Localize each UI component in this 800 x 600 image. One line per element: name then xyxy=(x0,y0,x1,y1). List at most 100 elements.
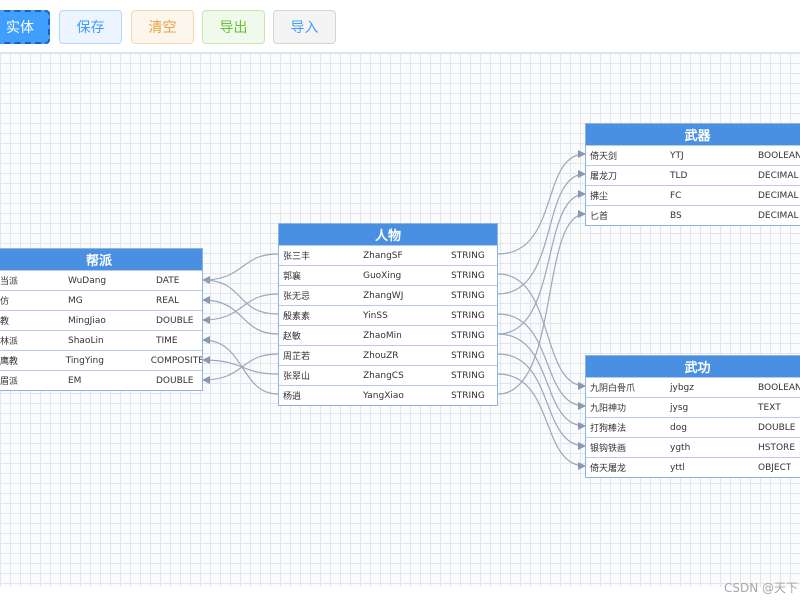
field-type: TEXT xyxy=(758,402,781,413)
field-type: DECIMAL xyxy=(758,190,799,201)
link-zhaomin-fc xyxy=(497,190,586,335)
link-zhangsf-ytj xyxy=(497,150,586,255)
field-name: 仿 xyxy=(0,297,10,307)
field-name: 匕首 xyxy=(590,212,609,222)
table-row[interactable]: 倚天剑 YTJ BOOLEAN xyxy=(586,145,800,165)
field-code: ZhangWJ xyxy=(363,290,404,301)
field-name: 郭襄 xyxy=(283,272,302,282)
field-type: DECIMAL xyxy=(758,210,799,221)
field-name: 银钩铁画 xyxy=(590,444,627,454)
field-type: DECIMAL xyxy=(758,170,799,181)
field-name: 张翠山 xyxy=(283,372,311,382)
link-yinss-wudang xyxy=(202,279,279,315)
field-name: 倚天屠龙 xyxy=(590,464,627,474)
field-code: WuDang xyxy=(68,275,107,286)
field-code: dog xyxy=(670,422,687,433)
field-code: jysg xyxy=(670,402,689,413)
field-type: DOUBLE xyxy=(156,375,194,386)
table-row[interactable]: 仿 MG REAL xyxy=(0,290,202,310)
link-zhangwj-jysg xyxy=(497,313,586,410)
field-code: yttl xyxy=(670,462,685,473)
field-type: STRING xyxy=(451,310,485,321)
field-code: GuoXing xyxy=(363,270,402,281)
add-entity-button[interactable]: 实体 xyxy=(0,10,50,44)
field-type: DOUBLE xyxy=(156,315,194,326)
field-code: ZhaoMin xyxy=(363,330,402,341)
field-type: STRING xyxy=(451,370,485,381)
field-type: BOOLEAN xyxy=(758,150,800,161)
entity-title[interactable]: 人物 xyxy=(279,224,497,245)
link-zhangcs-tingying xyxy=(202,356,279,375)
field-type: REAL xyxy=(156,295,180,306)
field-code: MingJiao xyxy=(68,315,106,326)
entity-title[interactable]: 帮派 xyxy=(0,249,202,270)
field-code: ZhangSF xyxy=(363,250,403,261)
clear-button[interactable]: 清空 xyxy=(131,10,194,44)
field-code: MG xyxy=(68,295,83,306)
entity-title[interactable]: 武功 xyxy=(586,356,800,377)
field-name: 当派 xyxy=(0,277,19,287)
field-code: YangXiao xyxy=(363,390,404,401)
field-name: 张无忌 xyxy=(283,292,311,302)
field-name: 周芷若 xyxy=(283,352,311,362)
field-type: OBJECT xyxy=(758,462,792,473)
field-type: DOUBLE xyxy=(758,422,796,433)
link-zhangwj-mingjiao xyxy=(202,293,279,324)
field-type: STRING xyxy=(451,390,485,401)
link-zhaomin-mg xyxy=(202,296,279,335)
import-button[interactable]: 导入 xyxy=(273,10,336,44)
watermark: CSDN @天下 xyxy=(723,581,798,595)
field-name: 赵敏 xyxy=(283,332,302,342)
field-name: 拂尘 xyxy=(590,192,609,202)
field-name: 打狗棒法 xyxy=(590,424,627,434)
link-zhaomin-yttl xyxy=(497,373,586,470)
link-guoxing-jybgz xyxy=(497,273,586,390)
field-name: 殷素素 xyxy=(283,312,311,322)
table-row[interactable]: 打狗棒法 dog DOUBLE xyxy=(586,417,800,437)
field-code: YTJ xyxy=(670,150,684,161)
field-type: STRING xyxy=(451,290,485,301)
field-name: 杨逍 xyxy=(283,392,302,402)
toolbar: 实体 保存 清空 导出 导入 xyxy=(0,0,800,52)
table-row[interactable]: 拂尘 FC DECIMAL xyxy=(586,185,800,205)
field-code: TLD xyxy=(670,170,688,181)
link-zhangwj-tld xyxy=(497,170,586,295)
field-name: 教 xyxy=(0,317,10,327)
field-code: EM xyxy=(68,375,82,386)
field-code: ygth xyxy=(670,442,691,453)
field-type: STRING xyxy=(451,250,485,261)
table-row[interactable]: 杨逍 YangXiao STRING xyxy=(279,385,497,405)
table-row[interactable]: 教 MingJiao DOUBLE xyxy=(0,310,202,330)
save-button[interactable]: 保存 xyxy=(59,10,122,44)
table-row[interactable]: 九阳神功 jysg TEXT xyxy=(586,397,800,417)
field-name: 倚天剑 xyxy=(590,152,618,162)
field-code: FC xyxy=(670,190,682,201)
field-type: TIME xyxy=(156,335,178,346)
table-row[interactable]: 张无忌 ZhangWJ STRING xyxy=(279,285,497,305)
field-name: 九阳神功 xyxy=(590,404,627,414)
field-code: ZhouZR xyxy=(363,350,399,361)
table-row[interactable]: 倚天屠龙 yttl OBJECT xyxy=(586,457,800,477)
entity-title[interactable]: 武器 xyxy=(586,124,800,145)
field-name: 鹰教 xyxy=(0,357,19,367)
export-button[interactable]: 导出 xyxy=(202,10,265,44)
